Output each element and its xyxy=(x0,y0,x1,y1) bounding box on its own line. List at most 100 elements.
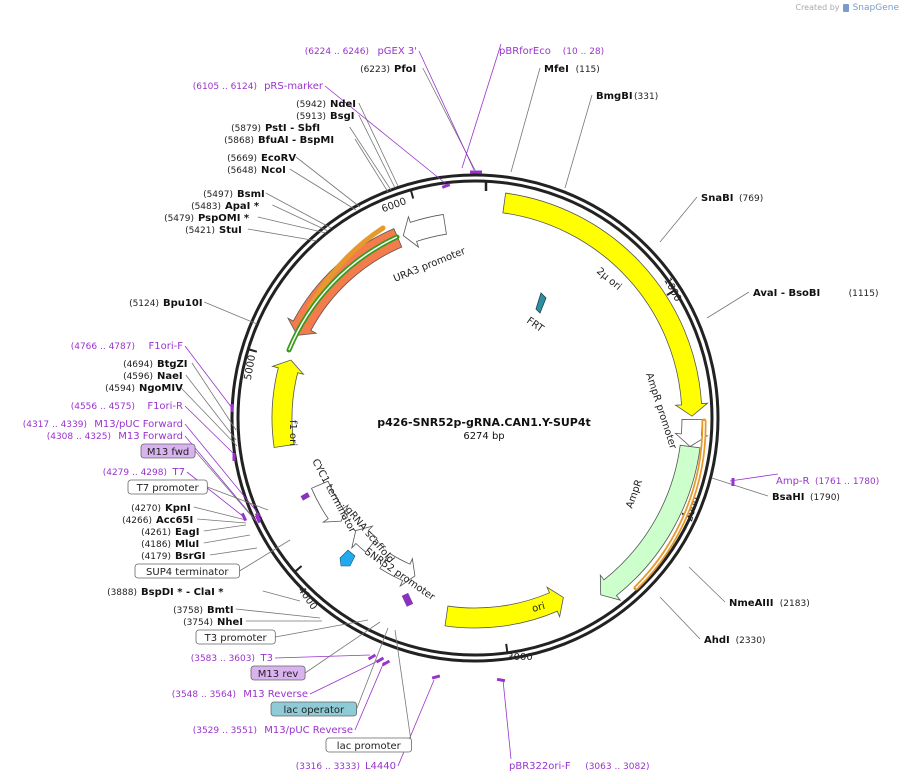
enzyme-ecorv-pos: (5669) xyxy=(227,154,257,164)
2mu-ori-label: 2µ ori xyxy=(594,266,623,293)
enzyme-bsgi-leader xyxy=(358,114,396,189)
enzyme-bsrgi-leader xyxy=(209,547,258,556)
enzyme-snabi-leader xyxy=(659,196,698,243)
tick-label: 4000 xyxy=(295,585,319,612)
primer-pbrforeco-range: (10 .. 28) xyxy=(563,47,604,57)
primer-f1orir-site xyxy=(232,453,236,461)
feature-grna-scaffold xyxy=(351,525,378,553)
enzyme-nhei-name: NheI xyxy=(217,617,243,628)
primer-pbrforeco-site xyxy=(474,170,482,174)
frt-label: FRT xyxy=(524,315,546,335)
primer-m13pucfwd-name: M13/pUC Forward xyxy=(94,419,183,430)
enzyme-kpni-leader xyxy=(193,506,247,521)
enzyme-nmeaiii-leader xyxy=(688,566,726,603)
t3-promoter-box xyxy=(195,629,276,645)
enzyme-bsgi-pos: (5913) xyxy=(296,112,326,122)
primer-m13fwd-name: M13 Forward xyxy=(118,431,183,442)
enzyme-btgzi-pos: (4694) xyxy=(123,360,153,370)
primer-pgex3-range: (6224 .. 6246) xyxy=(305,47,369,57)
enzyme-ngomiv-name: NgoMIV xyxy=(139,383,183,394)
enzyme-bsgi-name: BsgI xyxy=(330,111,354,122)
enzyme-bpu10i-leader xyxy=(204,301,258,325)
enzyme-avai-pos: (1115) xyxy=(849,289,879,299)
enzyme-ncoi-name: NcoI xyxy=(261,165,286,176)
primer-f1orir-leader xyxy=(184,405,236,456)
lac-promoter-box-label: lac promoter xyxy=(337,741,402,752)
primer-pbr322ori-name: pBR322ori-F xyxy=(509,761,571,772)
feature-ampr xyxy=(599,444,701,601)
enzyme-bsahi-name: BsaHI xyxy=(772,492,804,503)
feature-f1-ori xyxy=(271,359,305,448)
lac-promoter-box-leader xyxy=(394,629,412,746)
snapgene-logo-icon xyxy=(843,3,850,12)
enzyme-naei-name: NaeI xyxy=(157,371,183,382)
m13rev-box-leader xyxy=(304,621,381,674)
plasmid-length: 6274 bp xyxy=(463,431,504,442)
primer-m13rev-range: (3548 .. 3564) xyxy=(172,690,236,700)
primer-f1orir-range: (4556 .. 4575) xyxy=(71,402,135,412)
primer-ampr-name: Amp-R xyxy=(776,476,810,487)
enzyme-acc65i-name: Acc65I xyxy=(156,515,193,526)
primer-pgex3-name: pGEX 3' xyxy=(377,46,417,57)
enzyme-mlui-name: MluI xyxy=(175,539,199,550)
primer-f1orif-site xyxy=(230,404,234,412)
t7-promoter-box-leader xyxy=(207,486,269,511)
sup4-terminator-box-label: SUP4 terminator xyxy=(146,567,229,578)
ampr-orf-line-inner xyxy=(635,420,705,589)
enzyme-ncoi-pos: (5648) xyxy=(227,166,257,176)
primer-prsmarker-name: pRS-marker xyxy=(264,81,324,92)
primer-m13fwd-range: (4308 .. 4325) xyxy=(47,432,111,442)
snr52-purple-mark xyxy=(401,592,414,607)
ori-label: ori xyxy=(531,601,546,615)
enzyme-pfoi-name: PfoI xyxy=(394,64,416,75)
lac-operator-box-label: lac operator xyxy=(284,705,345,716)
primer-t3p-name: T3 xyxy=(260,653,273,664)
enzyme-bspdi-leader xyxy=(262,590,301,602)
credit-prefix: Created by xyxy=(795,3,840,12)
enzyme-ahdi-pos: (2330) xyxy=(736,636,766,646)
enzyme-naei-leader xyxy=(185,374,237,441)
enzyme-stui-leader xyxy=(247,228,318,242)
frt-feature: FRT xyxy=(524,292,547,335)
enzyme-ncoi-leader xyxy=(289,168,357,211)
enzyme-pfoi-pos: (6223) xyxy=(360,65,390,75)
enzyme-mfei-leader xyxy=(510,67,541,173)
t7-promoter-box-label: T7 promoter xyxy=(136,483,200,494)
t7-promoter-box xyxy=(127,479,208,495)
enzyme-bfuai-name: BfuAI - BspMI xyxy=(258,135,334,146)
enzyme-bmti-name: BmtI xyxy=(207,605,234,616)
primer-prsmarker-site xyxy=(441,183,451,189)
primer-pbrforeco-name: pBRforEco xyxy=(499,46,551,57)
primer-t7p-name: T7 xyxy=(172,467,185,478)
enzyme-mfei-name: MfeI xyxy=(544,64,569,75)
enzyme-bmti-leader xyxy=(235,608,321,619)
ampr-label: AmpR xyxy=(624,478,645,510)
lac-operator-box xyxy=(270,701,357,717)
feature-ura3-promoter xyxy=(402,213,447,249)
t3-promoter-box-label: T3 promoter xyxy=(204,633,268,644)
enzyme-eagi-name: EagI xyxy=(175,527,199,538)
enzyme-pspomi-name: PspOMI * xyxy=(198,213,250,224)
small-sites xyxy=(300,492,414,607)
m13fwd-box xyxy=(140,443,196,459)
cyc1-purple-mark xyxy=(300,492,310,501)
enzyme-ecorv-leader xyxy=(295,156,361,208)
enzyme-ngomiv-pos: (4594) xyxy=(105,384,135,394)
enzyme-bmgbi-pos: (331) xyxy=(634,92,658,102)
primer-m13pucfwd-range: (4317 .. 4339) xyxy=(23,420,87,430)
ura3-orf-line-orange xyxy=(307,225,386,310)
snapgene-credit: Created by SnapGene xyxy=(795,3,899,13)
site-labels: PfoI(6223)MfeI(115)BmgBI(331)NdeI(5942)B… xyxy=(23,46,880,772)
tick-mark xyxy=(409,189,415,199)
primer-m13pucrev-site xyxy=(381,659,391,667)
enzyme-bfuai-pos: (5868) xyxy=(224,136,254,146)
enzyme-apai-pos: (5483) xyxy=(191,202,221,212)
grna-target-site xyxy=(339,549,356,567)
enzyme-ndei-name: NdeI xyxy=(330,99,356,110)
sup4-terminator-box xyxy=(134,563,240,579)
enzyme-mfei-pos: (115) xyxy=(576,65,600,75)
enzyme-acc65i-pos: (4266) xyxy=(122,516,152,526)
primer-pbr322ori-range: (3063 .. 3082) xyxy=(585,762,649,772)
feature-2mu-ori xyxy=(502,192,709,417)
enzyme-snabi-pos: (769) xyxy=(739,194,763,204)
